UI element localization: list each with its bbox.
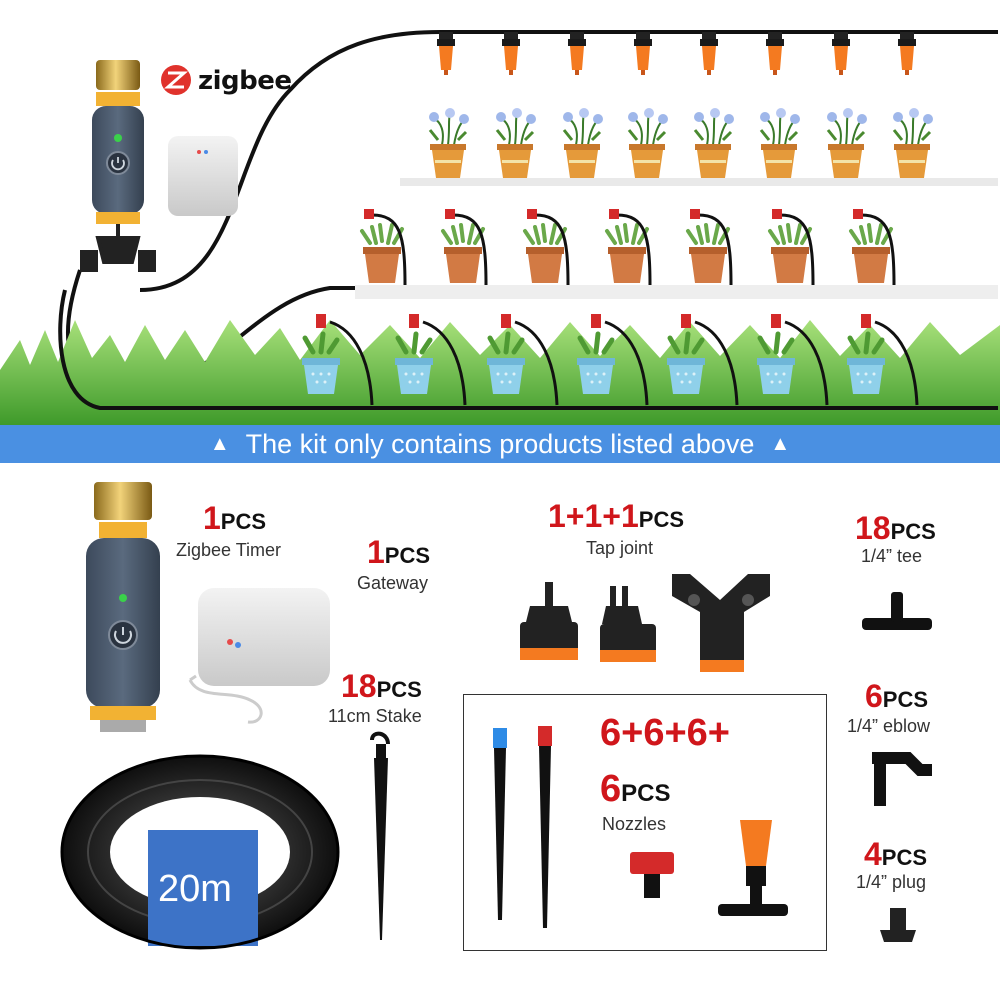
nozzles-label: Nozzles: [602, 814, 667, 834]
hose-line-ground: [58, 289, 998, 410]
gateway-qty: 1PCS: [367, 534, 431, 570]
tap-joint-qty: 1+1+1PCS: [548, 498, 685, 534]
gateway-label: Gateway: [357, 573, 429, 593]
tee-label: 1/4” tee: [861, 546, 923, 566]
hanging-nozzles: [437, 32, 916, 75]
blue-pots-row: [302, 314, 919, 406]
tap-joints-product: [520, 574, 770, 672]
triangle-up-icon: ▲: [209, 432, 230, 455]
timer-qty: 1PCS: [203, 500, 267, 536]
nozzles-qty-line1: 6+6+6+: [600, 712, 730, 754]
gateway-scene: [168, 136, 238, 216]
stake-product: [370, 731, 390, 940]
nozzles-qty-line2: 6PCS: [600, 768, 671, 810]
hose-length-label: 20m: [158, 868, 232, 910]
elbow-qty: 6PCS: [865, 678, 929, 714]
hose-coil-product: [60, 754, 340, 950]
nozzles-product: [493, 726, 788, 928]
brand-name: zigbee: [198, 66, 292, 96]
timer-device-scene: [80, 60, 156, 272]
shelf-upper: [400, 178, 998, 186]
terracotta-pots-row: [360, 209, 896, 286]
stake-label: 11cm Stake: [328, 706, 422, 726]
garden-scene: [0, 30, 1000, 425]
kit-banner: ▲ The kit only contains products listed …: [0, 425, 1000, 463]
triangle-up-icon: ▲: [770, 432, 791, 455]
nozzles-box: [463, 694, 827, 951]
tap-joint-label: Tap joint: [586, 538, 654, 558]
timer-label: Zigbee Timer: [176, 540, 282, 560]
hose-line-upper: [139, 30, 998, 292]
flower-pots-row: [427, 106, 935, 180]
tee-product: [862, 592, 932, 630]
plug-qty: 4PCS: [864, 836, 928, 872]
elbow-product: [872, 752, 932, 806]
zigbee-logo-icon: [161, 65, 191, 95]
banner-text: The kit only contains products listed ab…: [245, 428, 755, 459]
gateway-product: [188, 588, 330, 724]
plug-label: 1/4” plug: [856, 872, 927, 892]
zigbee-timer-product: [86, 482, 160, 732]
tee-qty: 18PCS: [855, 510, 936, 546]
stake-qty: 18PCS: [341, 668, 422, 704]
elbow-label: 1/4” eblow: [847, 716, 931, 736]
plug-product: [880, 908, 916, 942]
shelf-lower: [355, 285, 998, 299]
